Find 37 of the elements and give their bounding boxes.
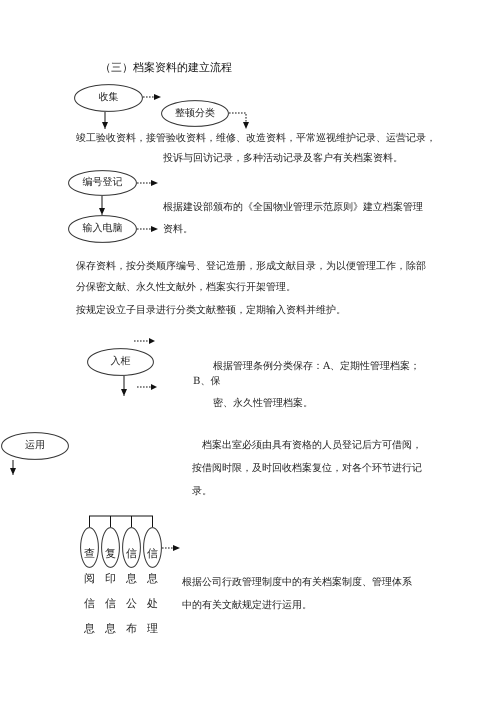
description-text: 根据建设部颁布的《全国物业管理示范原则》建立档案管理资料。 xyxy=(158,178,426,241)
body-text: 按规定设立子目录进行分类文献整顿，定期输入资料并维护。 xyxy=(76,304,347,318)
connector-line xyxy=(89,516,111,528)
dotted-arrow xyxy=(162,545,180,551)
body-text: 根据管理条例分类保存：A、定期性管理档案； xyxy=(213,360,422,374)
dotted-arrow xyxy=(136,226,158,232)
ellipse-node xyxy=(74,84,143,112)
body-text: 档案出室必须由具有资格的人员登记后方可借阅，按借阅时限，及时回收档案复位，对各个环节进行记录。 xyxy=(192,438,423,499)
node-label: 编号登记 xyxy=(82,177,124,189)
arrow xyxy=(99,196,105,216)
node-label: 运用 xyxy=(24,440,46,452)
dotted-arrow xyxy=(136,180,158,186)
connector-line xyxy=(131,516,153,528)
node-label: 收集 xyxy=(98,92,120,104)
body-text: 密、永久性管理档案。 xyxy=(213,397,314,411)
dotted-arrow xyxy=(228,112,249,130)
body-text: B、保 xyxy=(193,375,222,389)
body-text: 保存资料，按分类顺序编号、登记造册，形成文献目录，为以便管理工作，除部分保密文献、永久性文献外，档案实行开架管理。 xyxy=(76,260,427,295)
description-text: 竣工验收资料，接管验收资料，维修、改造资料，平常巡视维护记录、运营记录，投诉与回访记录，多种活动记录及客户有关档案资料。 xyxy=(76,129,439,169)
node-label: 信息处理 xyxy=(147,546,158,637)
dotted-arrow xyxy=(142,94,162,100)
node-label: 整顿分类 xyxy=(174,108,216,120)
ellipse-node xyxy=(1,432,69,460)
ellipse-node xyxy=(68,170,137,196)
node-label: 复印信息 xyxy=(105,546,116,637)
ellipse-node xyxy=(87,348,154,376)
section-title: （三）档案资料的建立流程 xyxy=(100,61,232,75)
node-label: 信息公布 xyxy=(126,546,137,637)
arrow xyxy=(102,112,108,130)
ellipse-node xyxy=(68,215,137,243)
arrow xyxy=(10,460,16,476)
connector-line xyxy=(110,516,132,528)
body-text: 根据公司行政管理制度中的有关档案制度、管理体系中的有关文献规定进行运用。 xyxy=(182,576,413,613)
arrow xyxy=(121,376,127,396)
node-label: 入柜 xyxy=(110,356,132,368)
node-label: 查阅信息 xyxy=(84,546,95,637)
node-label: 输入电脑 xyxy=(82,223,124,235)
